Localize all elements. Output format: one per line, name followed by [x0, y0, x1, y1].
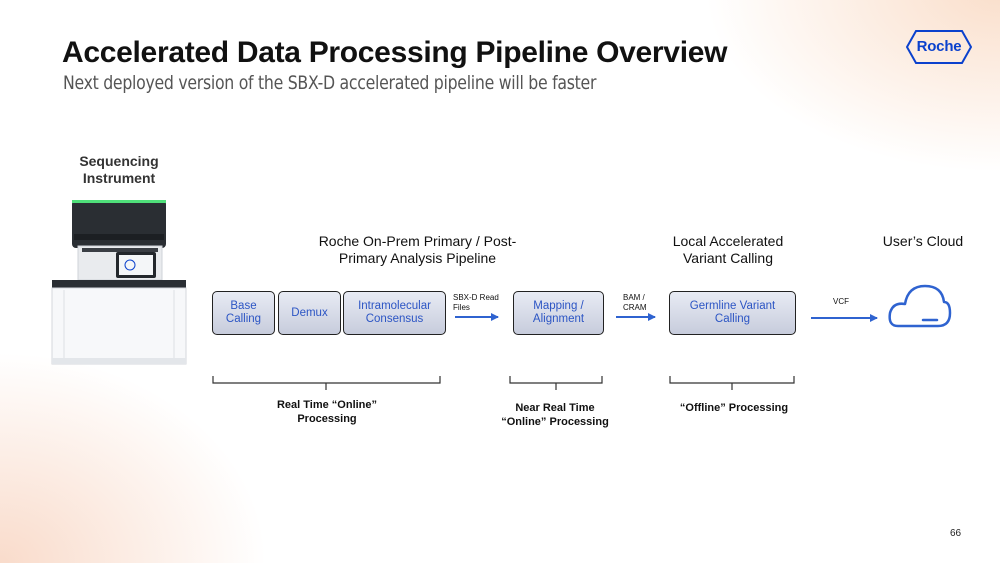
sbxd-line1: SBX-D Read — [453, 293, 499, 302]
local-label-line2: Variant Calling — [682, 250, 773, 266]
realtime-caption: Real Time “Online” Processing — [250, 398, 404, 426]
nearreal-line2: “Online” Processing — [501, 416, 609, 428]
base-calling-box: Base Calling — [212, 291, 275, 335]
offline-caption: “Offline” Processing — [679, 402, 789, 414]
bracket-realtime — [212, 376, 441, 390]
mapping-line2: Alignment — [532, 313, 585, 325]
instrument-label-line2: Instrument — [82, 170, 156, 186]
base-calling-line2: Calling — [225, 313, 262, 325]
germline-line1: Germline Variant — [689, 300, 776, 312]
bracket-nearreal — [509, 376, 603, 390]
sequencing-instrument-icon — [51, 200, 187, 365]
page-number: 66 — [950, 528, 962, 539]
nearreal-caption: Near Real Time “Online” Processing — [484, 401, 626, 429]
page-subtitle: Next deployed version of the SBX-D accel… — [63, 72, 597, 94]
bam-cram-label: BAM / CRAM — [623, 293, 647, 313]
intramolecular-consensus-box: Intramolecular Consensus — [343, 291, 446, 335]
mapping-alignment-box: Mapping / Alignment — [513, 291, 604, 335]
realtime-line2: Processing — [297, 413, 357, 425]
page-title: Accelerated Data Processing Pipeline Ove… — [62, 36, 728, 69]
instrument-label-line1: Sequencing — [79, 153, 159, 169]
users-cloud-label: User’s Cloud — [882, 233, 964, 249]
roche-logo: Roche — [906, 30, 972, 64]
intramolecular-line1: Intramolecular — [358, 300, 431, 312]
base-calling-line1: Base — [230, 300, 257, 312]
vcf-label: VCF — [833, 297, 849, 306]
intramolecular-line2: Consensus — [365, 313, 424, 325]
roche-logo-hexagon — [906, 30, 972, 64]
bam-line1: BAM / — [623, 293, 645, 302]
nearreal-line1: Near Real Time — [515, 402, 595, 414]
instrument-label: Sequencing Instrument — [60, 153, 178, 187]
sbxd-line2: Files — [453, 303, 470, 312]
onprem-label-line1: Roche On-Prem Primary / Post- — [318, 233, 517, 249]
bam-line2: CRAM — [623, 303, 647, 312]
sbxd-read-files-label: SBX-D Read Files — [453, 293, 499, 313]
roche-logo-text: Roche — [916, 38, 962, 55]
bracket-offline — [669, 376, 795, 390]
onprem-pipeline-label: Roche On-Prem Primary / Post- Primary An… — [300, 233, 535, 267]
local-label-line1: Local Accelerated — [672, 233, 784, 249]
onprem-label-line2: Primary Analysis Pipeline — [338, 250, 497, 266]
germline-line2: Calling — [714, 313, 751, 325]
germline-variant-calling-box: Germline Variant Calling — [669, 291, 796, 335]
realtime-line1: Real Time “Online” — [276, 399, 378, 411]
demux-box: Demux — [278, 291, 341, 335]
mapping-line1: Mapping / — [533, 300, 584, 312]
local-variant-calling-label: Local Accelerated Variant Calling — [652, 233, 804, 267]
cloud-icon — [888, 284, 952, 328]
